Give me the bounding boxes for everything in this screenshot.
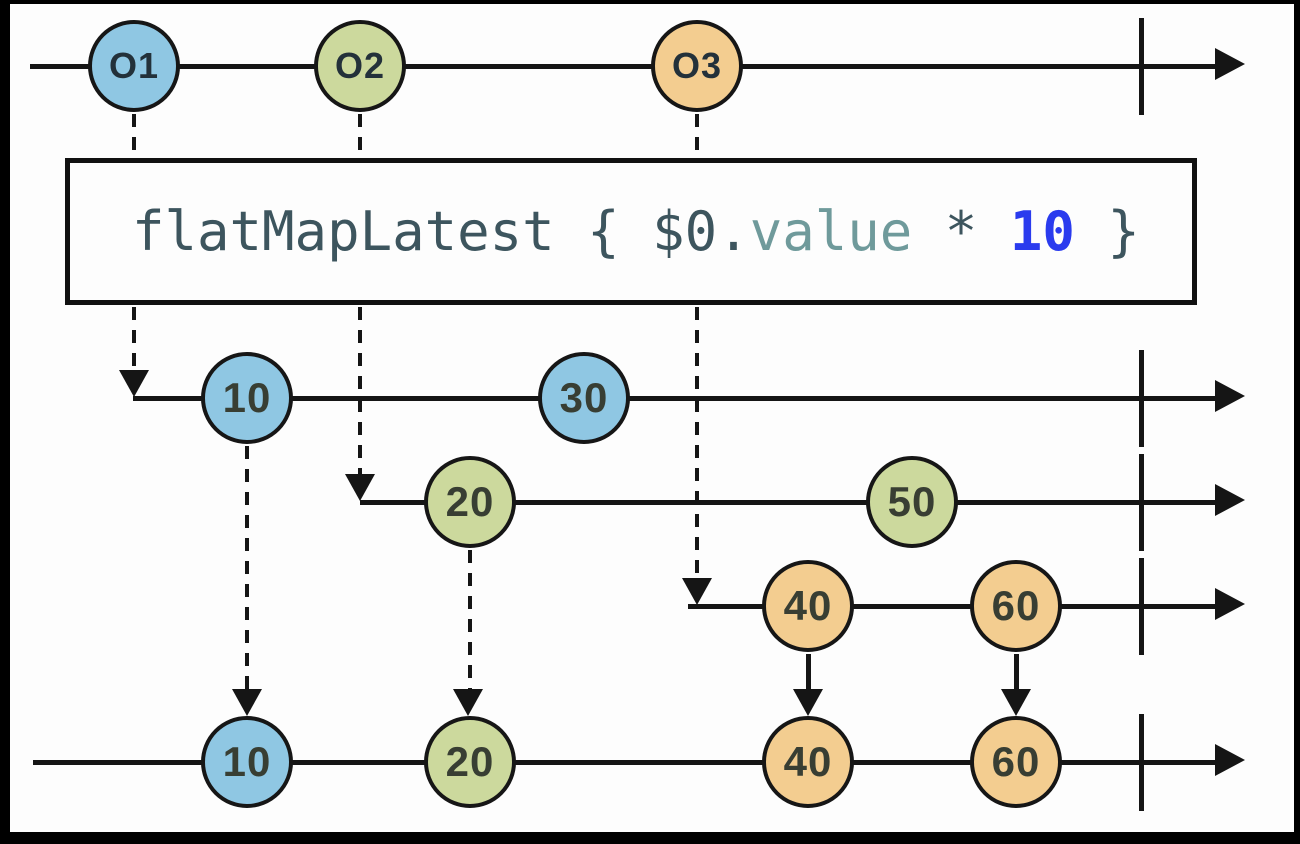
connector-box-to-inner2 [358, 307, 362, 475]
connector-60-to-output [1014, 654, 1019, 690]
inner-timeline-2 [360, 500, 1215, 505]
connector-o2-to-box [358, 114, 362, 158]
connector-box-to-inner1 [132, 307, 136, 371]
marble-output-60: 60 [970, 716, 1062, 808]
marble-inner1-30: 30 [538, 352, 630, 444]
code-segment: * [912, 200, 1010, 263]
connector-40-arrow-icon [793, 689, 823, 716]
marble-label: 40 [783, 738, 833, 785]
marble-label: 10 [222, 738, 272, 785]
code-segment: flatMapLatest { [132, 200, 653, 263]
marble-output-40: 40 [762, 716, 854, 808]
code-segment: $0. [652, 200, 750, 263]
connector-box-to-inner3 [695, 307, 699, 579]
inner-timeline-3 [688, 604, 1215, 609]
inner-timeline-2-arrow-icon [1215, 484, 1245, 516]
output-timeline-arrow-icon [1215, 744, 1245, 776]
code-segment: value [749, 200, 913, 263]
connector-inner2-arrow-icon [345, 474, 375, 501]
marble-label: 50 [887, 478, 937, 525]
connector-inner1-arrow-icon [119, 370, 149, 397]
marble-output-20: 20 [424, 716, 516, 808]
operator-box: flatMapLatest { $0.value * 10 } [65, 158, 1197, 305]
inner-timeline-1-arrow-icon [1215, 380, 1245, 412]
code-segment: } [1074, 200, 1140, 263]
operator-code: flatMapLatest { $0.value * 10 } [132, 200, 1140, 263]
marble-inner2-20: 20 [424, 456, 516, 548]
inner-timeline-3-end-tick [1139, 558, 1144, 655]
inner-timeline-3-arrow-icon [1215, 588, 1245, 620]
marble-o2-label: O2 [334, 45, 386, 86]
output-timeline [33, 760, 1215, 765]
marble-inner3-60: 60 [970, 560, 1062, 652]
marble-label: 60 [991, 582, 1041, 629]
diagram-background [10, 4, 1294, 832]
marble-o1-label: O1 [108, 45, 160, 86]
marble-label: 40 [783, 582, 833, 629]
connector-10-to-output [245, 446, 249, 690]
inner-timeline-1 [133, 396, 1215, 401]
marble-o1: O1 [88, 20, 180, 112]
connector-40-to-output [806, 654, 811, 690]
connector-10-arrow-icon [232, 689, 262, 716]
inner-timeline-1-end-tick [1139, 350, 1144, 447]
connector-o3-to-box [695, 114, 699, 158]
marble-o3: O3 [651, 20, 743, 112]
marble-o3-label: O3 [671, 45, 723, 86]
source-timeline-arrow-icon [1215, 48, 1245, 80]
source-timeline-end-tick [1139, 18, 1144, 115]
connector-inner3-arrow-icon [682, 578, 712, 605]
marble-inner2-50: 50 [866, 456, 958, 548]
marble-label: 30 [559, 374, 609, 421]
marble-label: 20 [445, 478, 495, 525]
marble-inner3-40: 40 [762, 560, 854, 652]
marble-output-10: 10 [201, 716, 293, 808]
connector-20-to-output [468, 550, 472, 690]
inner-timeline-2-end-tick [1139, 454, 1144, 551]
marble-label: 60 [991, 738, 1041, 785]
marble-o2: O2 [314, 20, 406, 112]
connector-20-arrow-icon [453, 689, 483, 716]
marble-label: 10 [222, 374, 272, 421]
code-segment: 10 [1009, 200, 1075, 263]
output-timeline-end-tick [1139, 714, 1144, 811]
marble-inner1-10: 10 [201, 352, 293, 444]
connector-o1-to-box [132, 114, 136, 158]
connector-60-arrow-icon [1001, 689, 1031, 716]
marble-label: 20 [445, 738, 495, 785]
source-timeline [30, 64, 1215, 69]
